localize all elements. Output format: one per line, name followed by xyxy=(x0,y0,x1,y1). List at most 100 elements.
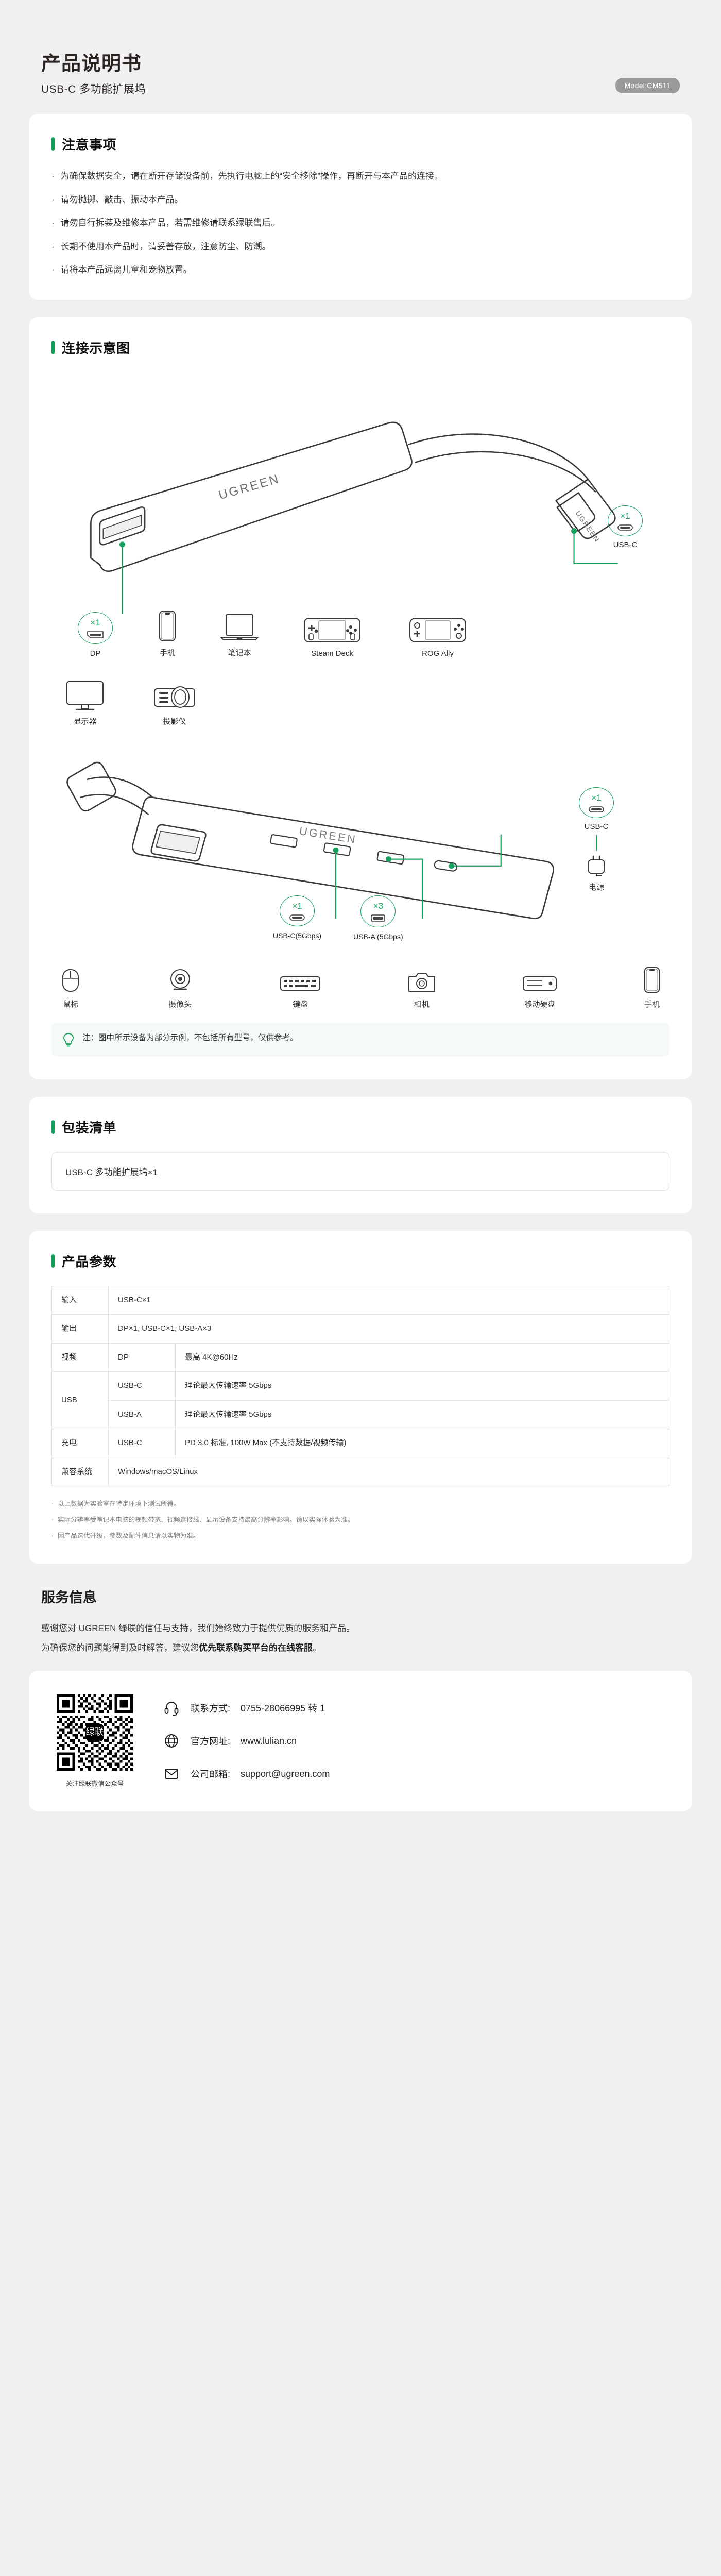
device-label: 键盘 xyxy=(293,999,308,1009)
package-card: 包装清单 USB-C 多功能扩展坞×1 xyxy=(29,1096,692,1213)
contact-value[interactable]: support@ugreen.com xyxy=(241,1768,330,1779)
spec-subkey: USB-A xyxy=(108,1400,176,1430)
device-external-drive: 移动硬盘 xyxy=(522,961,557,1009)
notice-text: 请勿自行拆装及维修本产品，若需维修请联系绿联售后。 xyxy=(60,218,280,228)
tip-text: 注：图中所示设备为部分示例，不包括所有型号，仅供参考。 xyxy=(82,1033,298,1042)
list-item: · 以上数据为实验室在特定环境下测试所得。 xyxy=(52,1499,670,1510)
table-row: 输出 DP×1, USB-C×1, USB-A×3 xyxy=(52,1314,670,1344)
power-label: 电源 xyxy=(588,883,604,892)
spec-value: 理论最大传输速率 5Gbps xyxy=(175,1371,670,1401)
device-rog-ally: ROG Ally xyxy=(386,612,489,658)
spec-value: DP×1, USB-C×1, USB-A×3 xyxy=(108,1314,670,1344)
device-mouse: 鼠标 xyxy=(61,961,80,1009)
notices-list: · 为确保数据安全，请在断开存储设备前，先执行电脑上的“安全移除”操作，再断开与… xyxy=(52,169,670,277)
notice-text: 请将本产品远离儿童和宠物放置。 xyxy=(60,265,192,275)
spec-key: 充电 xyxy=(52,1429,109,1458)
usb-c-icon xyxy=(617,524,633,531)
service-text-end: 。 xyxy=(313,1642,321,1653)
badge-count: ×1 xyxy=(292,901,302,911)
spec-value: 理论最大传输速率 5Gbps xyxy=(175,1400,670,1430)
bullet-icon: · xyxy=(52,194,55,205)
notice-text: 请勿抛掷、敲击、振动本产品。 xyxy=(60,194,183,205)
diagram-card: 连接示意图 UGREEN UGR xyxy=(29,317,692,1079)
service-heading: 服务信息 xyxy=(41,1590,97,1606)
keyboard-icon xyxy=(280,961,321,993)
service-text: 感谢您对 UGREEN 绿联的信任与支持，我们始终致力于提供优质的服务和产品。 xyxy=(41,1623,355,1634)
spec-value: USB-C×1 xyxy=(108,1285,670,1315)
contact-phone: 联系方式: 0755-28066995 转 1 xyxy=(163,1699,330,1717)
device-label: 移动硬盘 xyxy=(524,999,556,1009)
note-text: 实际分辨率受笔记本电脑的视频带宽、视频连接线、显示设备支持最高分辨率影响。请以实… xyxy=(58,1516,354,1523)
table-row: USB USB-C 理论最大传输速率 5Gbps xyxy=(52,1371,670,1430)
diagram-tip: 注：图中所示设备为部分示例，不包括所有型号，仅供参考。 xyxy=(52,1022,670,1057)
device-label: 鼠标 xyxy=(62,999,78,1009)
usb-a-icon xyxy=(371,914,386,922)
hub-illustration-bottom: UGREEN ×1 xyxy=(52,750,670,941)
svg-text:绿联: 绿联 xyxy=(86,1726,104,1737)
table-row: 输入 USB-C×1 xyxy=(52,1285,670,1315)
dp-label: DP xyxy=(90,649,101,658)
service-section: 服务信息 感谢您对 UGREEN 绿联的信任与支持，我们始终致力于提供优质的服务… xyxy=(0,1581,721,1656)
spec-value: Windows/macOS/Linux xyxy=(108,1457,670,1487)
list-item: · 为确保数据安全，请在断开存储设备前，先执行电脑上的“安全移除”操作，再断开与… xyxy=(52,169,670,183)
host-port-badge: ×1 xyxy=(608,505,643,536)
usb-c-icon xyxy=(589,806,604,812)
spec-subkey: USB-C xyxy=(108,1429,176,1458)
package-heading: 包装清单 xyxy=(52,1117,670,1137)
package-item: USB-C 多功能扩展坞×1 xyxy=(52,1151,670,1191)
connector-line xyxy=(596,835,597,851)
device-label: 相机 xyxy=(414,999,430,1009)
brand-mark-hub: UGREEN xyxy=(217,471,281,502)
device-phone-2: 手机 xyxy=(644,961,660,1009)
steam-deck-icon xyxy=(303,612,361,644)
contact-label: 官方网址: xyxy=(191,1736,231,1747)
badge-count: ×1 xyxy=(620,511,630,521)
table-row: 视频 DP 最高 4K@60Hz xyxy=(52,1343,670,1372)
usba-label: USB-A (5Gbps) xyxy=(353,932,403,941)
bullet-icon: · xyxy=(52,265,55,275)
notices-heading: 注意事项 xyxy=(52,134,670,154)
phone-icon xyxy=(644,961,660,993)
section-accent-bar xyxy=(52,340,55,354)
power-adapter-icon xyxy=(588,855,605,876)
usbc5-label: USB-C(5Gbps) xyxy=(273,931,322,940)
section-accent-bar xyxy=(52,1120,55,1134)
device-projector: 投影仪 xyxy=(146,679,203,726)
hub-top-svg: UGREEN UGREEN xyxy=(90,421,618,614)
usb-c-icon xyxy=(289,914,305,921)
table-row: 兼容系统 Windows/macOS/Linux xyxy=(52,1457,670,1487)
webcam-icon xyxy=(167,961,194,993)
display-device-row: 显示器 投影仪 xyxy=(52,679,670,726)
device-label: ROG Ally xyxy=(422,649,454,658)
device-label: 手机 xyxy=(644,999,660,1009)
device-label: 摄像头 xyxy=(168,999,192,1009)
section-accent-bar xyxy=(52,137,55,151)
table-row: USB-A 理论最大传输速率 5Gbps xyxy=(52,1400,670,1430)
lightbulb-icon xyxy=(63,1032,74,1047)
spec-value: PD 3.0 标准, 100W Max (不支持数据/视频传输) xyxy=(175,1429,670,1458)
power-port-badge: ×1 xyxy=(579,787,614,818)
device-label: 笔记本 xyxy=(228,648,251,657)
data-port-callouts: ×1 USB-C(5Gbps) ×3 xyxy=(273,895,403,941)
section-title: 注意事项 xyxy=(62,137,117,152)
contact-lines: 联系方式: 0755-28066995 转 1 官方网址: www.lulian… xyxy=(163,1699,330,1783)
service-paragraph-2: 为确保您的问题能得到及时解答，建议您优先联系购买平台的在线客服。 xyxy=(41,1639,680,1656)
notices-card: 注意事项 · 为确保数据安全，请在断开存储设备前，先执行电脑上的“安全移除”操作… xyxy=(29,114,692,300)
section-title: 产品参数 xyxy=(62,1253,117,1269)
contact-value: 0755-28066995 转 1 xyxy=(241,1703,325,1714)
usbc5-callout: ×1 USB-C(5Gbps) xyxy=(273,895,321,940)
wechat-qr-code: 绿联 xyxy=(57,1694,133,1771)
spec-key: USB xyxy=(52,1371,109,1430)
note-text: 以上数据为实验室在特定环境下测试所得。 xyxy=(58,1500,180,1508)
list-item: · 请将本产品远离儿童和宠物放置。 xyxy=(52,263,670,277)
spec-value: 最高 4K@60Hz xyxy=(175,1343,670,1372)
device-label: 投影仪 xyxy=(163,717,186,726)
contact-value[interactable]: www.lulian.cn xyxy=(241,1735,297,1746)
spec-key: 输入 xyxy=(52,1285,109,1315)
spec-table: 输入 USB-C×1 输出 DP×1, USB-C×1, USB-A×3 视频 … xyxy=(52,1285,670,1487)
device-laptop: 笔记本 xyxy=(201,610,278,658)
usbc5-badge: ×1 xyxy=(280,895,315,926)
page-title: 产品说明书 xyxy=(41,53,142,75)
mouse-icon xyxy=(61,961,80,993)
contact-website: 官方网址: www.lulian.cn xyxy=(163,1732,330,1750)
